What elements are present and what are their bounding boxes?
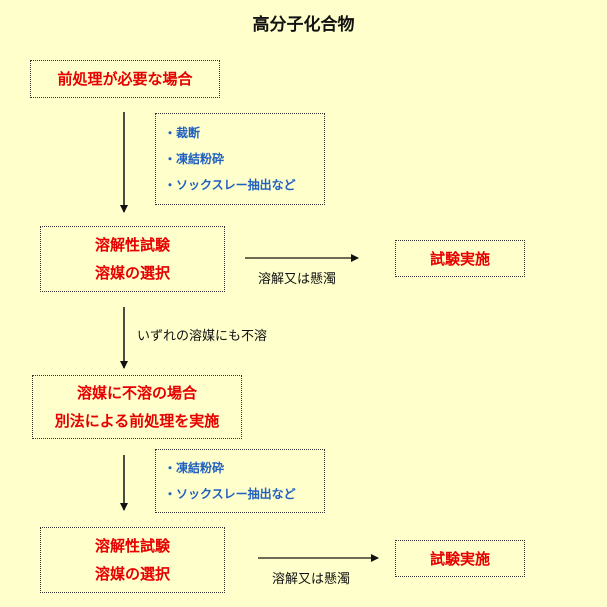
insoluble-case-box: 溶媒に不溶の場合 別法による前処理を実施: [32, 375, 242, 439]
test-run-box-2: 試験実施: [395, 540, 525, 577]
pretreatment-box: 前処理が必要な場合: [30, 60, 220, 98]
insoluble-case-line: 溶媒に不溶の場合: [76, 384, 197, 402]
solubility-test-box-2: 溶解性試験 溶媒の選択: [40, 527, 225, 593]
method-item: ・ソックスレー抽出など: [164, 487, 296, 501]
solubility-test-line: 溶解性試験: [94, 537, 170, 555]
method-item: ・ソックスレー抽出など: [164, 178, 296, 192]
test-run-label: 試験実施: [429, 249, 490, 268]
method-item: ・凍結粉砕: [164, 152, 225, 166]
methods-note-1: ・裁断 ・凍結粉砕 ・ソックスレー抽出など: [155, 113, 325, 205]
test-run-label: 試験実施: [429, 549, 490, 568]
method-item: ・凍結粉砕: [164, 461, 225, 475]
pretreatment-label: 前処理が必要な場合: [57, 70, 193, 88]
insoluble-all-label: いずれの溶媒にも不溶: [137, 329, 268, 344]
methods-note-2: ・凍結粉砕 ・ソックスレー抽出など: [155, 449, 325, 513]
solvent-selection-line: 溶媒の選択: [94, 565, 170, 583]
method-item: ・裁断: [164, 126, 201, 140]
dissolved-label-2: 溶解又は懸濁: [272, 572, 351, 587]
solubility-test-box-1: 溶解性試験 溶媒の選択: [40, 226, 225, 292]
solubility-test-line: 溶解性試験: [94, 236, 170, 254]
test-run-box-1: 試験実施: [395, 240, 525, 277]
alternative-pretreatment-line: 別法による前処理を実施: [54, 412, 220, 430]
diagram-title: 高分子化合物: [252, 15, 355, 35]
dissolved-label-1: 溶解又は懸濁: [258, 272, 337, 287]
solvent-selection-line: 溶媒の選択: [94, 264, 170, 282]
